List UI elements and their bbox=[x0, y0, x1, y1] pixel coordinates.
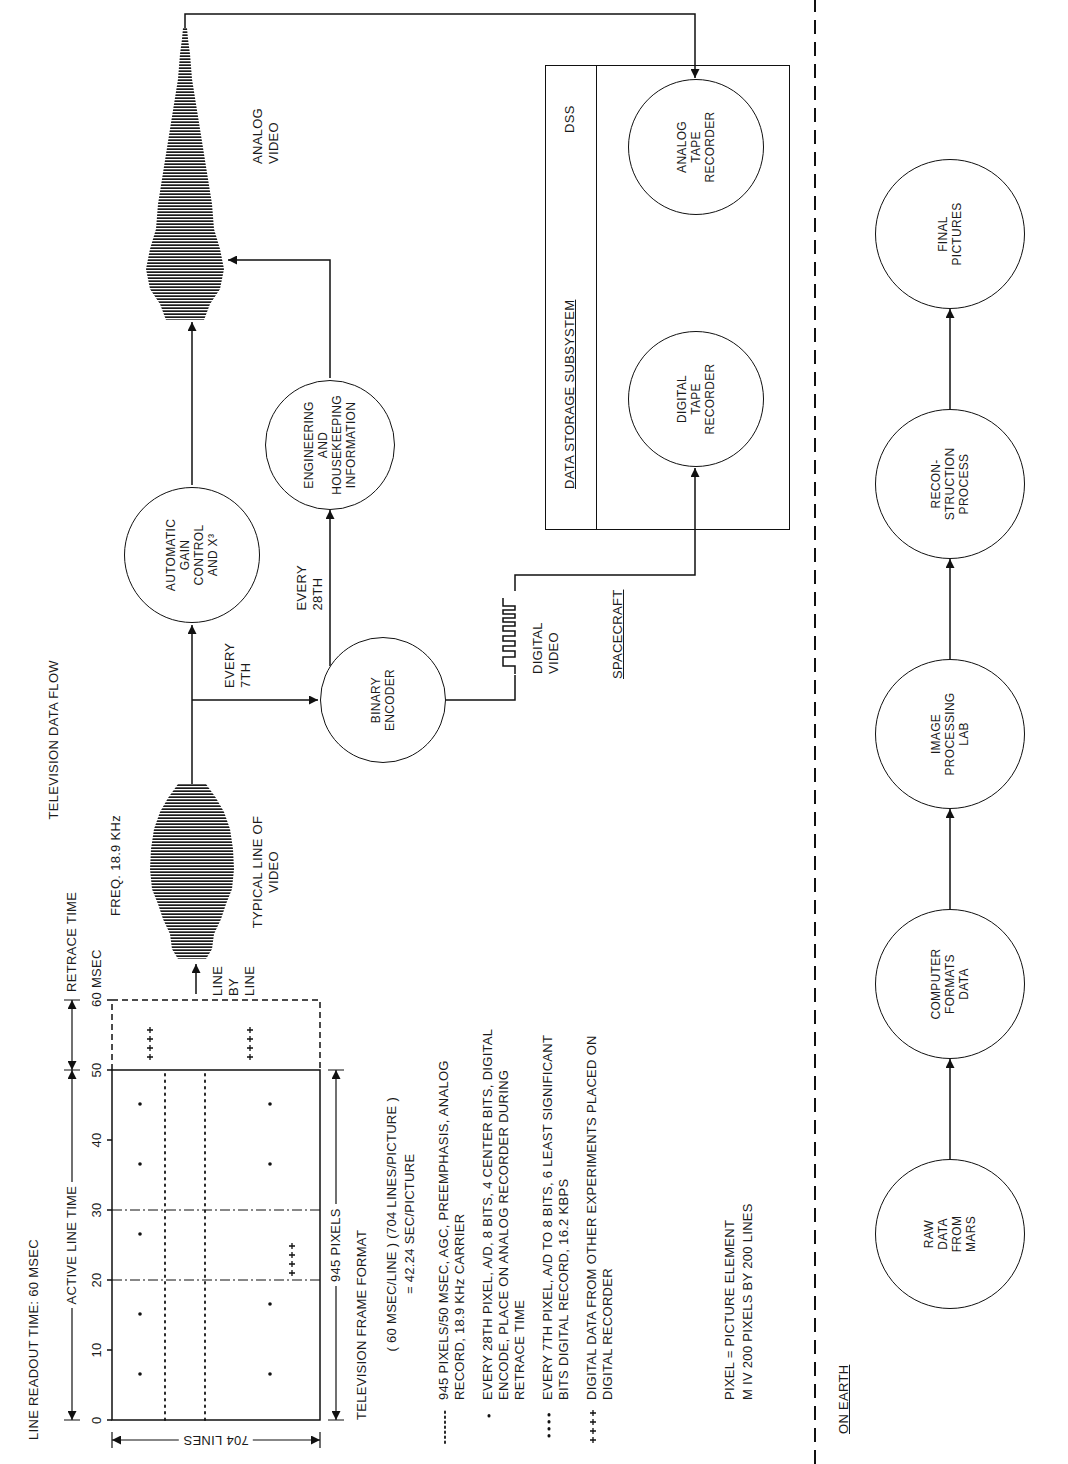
pulse-ground bbox=[499, 591, 521, 675]
dimension-bars bbox=[112, 1432, 320, 1448]
annotation-label: 20 bbox=[89, 1272, 105, 1287]
legend-row: EVERY 7TH PIXEL, A/D TO 8 BITS, 6 LEAST … bbox=[540, 1014, 572, 1444]
annotation-label: SPACECRAFT bbox=[610, 590, 626, 679]
dimension-bars bbox=[64, 1000, 80, 1420]
process-circle: COMPUTER FORMATS DATA bbox=[875, 909, 1025, 1059]
flow-connector bbox=[329, 510, 331, 666]
legend-text: EVERY 28TH PIXEL, A/D, 8 BITS, 4 CENTER … bbox=[480, 1020, 528, 1400]
annotation-label: 10 bbox=[89, 1342, 105, 1357]
annotation-label: ( 60 MSEC/LINE ) (704 LINES/PICTURE ) bbox=[384, 1097, 400, 1352]
node-label: FINAL PICTURES bbox=[936, 202, 964, 265]
frame-outline bbox=[112, 1070, 320, 1420]
annotation-label: 945 PIXELS bbox=[328, 1204, 344, 1286]
node-label: ANALOG TAPE RECORDER bbox=[675, 111, 717, 182]
annotation-label: ANALOG VIDEO bbox=[250, 108, 282, 164]
annotation-label: ACTIVE LINE TIME bbox=[64, 1182, 80, 1309]
annotation-label: EVERY 7TH bbox=[222, 643, 254, 688]
annotation-label: PIXEL = PICTURE ELEMENT bbox=[722, 1220, 738, 1400]
process-circle: FINAL PICTURES bbox=[875, 159, 1025, 309]
retrace-outline bbox=[112, 1000, 320, 1070]
process-circle: ENGINEERING AND HOUSEKEEPING INFORMATION bbox=[265, 380, 395, 510]
flow-arrow bbox=[195, 964, 197, 994]
annotation-label: FREQ. 18.9 KHz bbox=[108, 815, 124, 916]
annotation-label: M IV 200 PIXELS BY 200 LINES bbox=[740, 1203, 756, 1400]
video-waveform bbox=[150, 784, 234, 959]
legend-text: DIGITAL DATA FROM OTHER EXPERIMENTS PLAC… bbox=[584, 1020, 616, 1400]
flow-connector bbox=[949, 559, 951, 659]
annotation-label: LINE BY LINE bbox=[210, 966, 258, 996]
dimension-line bbox=[71, 1000, 72, 1070]
process-circle: DIGITAL TAPE RECORDER bbox=[628, 331, 764, 467]
header-divider bbox=[596, 66, 597, 529]
process-circle: ANALOG TAPE RECORDER bbox=[628, 79, 764, 215]
plus-marks bbox=[147, 1027, 295, 1276]
flow-arrow bbox=[228, 260, 330, 378]
flow-arrow bbox=[191, 322, 193, 485]
diagram-title: TELEVISION DATA FLOW bbox=[46, 660, 62, 819]
pixel-rows bbox=[165, 1070, 205, 1420]
box-heading: DATA STORAGE SUBSYSTEM bbox=[562, 300, 578, 489]
process-circle: AUTOMATIC GAIN CONTROL AND X³ bbox=[124, 487, 260, 623]
pixel-dots bbox=[138, 1102, 272, 1376]
flow-connector bbox=[949, 809, 951, 909]
connector-label: EVERY 28TH bbox=[294, 565, 326, 610]
legend-sample-mark bbox=[548, 1415, 551, 1437]
box-heading: DSS bbox=[562, 105, 578, 133]
node-label: BINARY ENCODER bbox=[369, 669, 397, 731]
legend-sample bbox=[588, 1408, 598, 1444]
legend-text: 945 PIXELS/50 MSEC, AGC, PREEMPHASIS, AN… bbox=[436, 1020, 468, 1400]
flow-connector bbox=[949, 309, 951, 409]
legend-sample-mark bbox=[488, 1414, 491, 1418]
annotation-label: TYPICAL LINE OF VIDEO bbox=[250, 812, 282, 932]
annotation-label: ON EARTH bbox=[836, 1365, 852, 1434]
digital-pulse-train bbox=[503, 598, 515, 674]
legend-row: DIGITAL DATA FROM OTHER EXPERIMENTS PLAC… bbox=[584, 1014, 616, 1444]
node-label: COMPUTER FORMATS DATA bbox=[929, 948, 971, 1019]
dimension-bars bbox=[328, 1070, 344, 1420]
flow-connector bbox=[446, 468, 695, 700]
legend-sample bbox=[484, 1408, 494, 1444]
annotation-label: LINE READOUT TIME: 60 MSEC bbox=[26, 1239, 42, 1440]
process-circle: BINARY ENCODER bbox=[320, 637, 446, 763]
time-markers bbox=[112, 1210, 320, 1280]
node-label: AUTOMATIC GAIN CONTROL AND X³ bbox=[164, 519, 220, 591]
legend-sample-mark bbox=[444, 1409, 446, 1443]
region-divider bbox=[814, 0, 816, 1464]
annotation-label: 40 bbox=[89, 1132, 105, 1147]
analog-waveform bbox=[146, 28, 224, 320]
node-label: RECON- STRUCTION PROCESS bbox=[929, 448, 971, 521]
flow-arrow bbox=[191, 625, 193, 784]
legend-text: EVERY 7TH PIXEL, A/D TO 8 BITS, 6 LEAST … bbox=[540, 1020, 572, 1400]
annotation-label: 50 bbox=[89, 1062, 105, 1077]
annotation-label: TELEVISION FRAME FORMAT bbox=[354, 1230, 370, 1420]
flow-arrow bbox=[192, 699, 318, 701]
tick-marks bbox=[107, 1000, 112, 1420]
node-label: RAW DATA FROM MARS bbox=[922, 1216, 978, 1253]
flow-connector bbox=[949, 1059, 951, 1159]
subsystem-box: DATA STORAGE SUBSYSTEM DSS DIGITAL TAPE RE… bbox=[545, 65, 790, 530]
legend-sample-mark bbox=[590, 1410, 596, 1443]
annotation-label: 0 bbox=[89, 1416, 105, 1424]
node-label: DIGITAL TAPE RECORDER bbox=[675, 363, 717, 434]
flow-arrow bbox=[185, 14, 695, 78]
annotation-label: DIGITAL VIDEO bbox=[530, 623, 562, 674]
annotation-label: 60 MSEC bbox=[89, 949, 105, 1007]
process-circle: RECON- STRUCTION PROCESS bbox=[875, 409, 1025, 559]
node-label: ENGINEERING AND HOUSEKEEPING INFORMATION bbox=[302, 395, 358, 495]
annotation-label: RETRACE TIME bbox=[64, 892, 80, 992]
process-circle: IMAGE PROCESSING LAB bbox=[875, 659, 1025, 809]
node-label: IMAGE PROCESSING LAB bbox=[929, 693, 971, 776]
annotation-label: = 42.24 SEC/PICTURE bbox=[402, 1154, 418, 1294]
legend-sample bbox=[544, 1408, 554, 1444]
legend-row: 945 PIXELS/50 MSEC, AGC, PREEMPHASIS, AN… bbox=[436, 1014, 468, 1444]
legend-row: EVERY 28TH PIXEL, A/D, 8 BITS, 4 CENTER … bbox=[480, 1014, 528, 1444]
annotation-label: 704 LINES bbox=[179, 1432, 253, 1448]
annotation-label: 30 bbox=[89, 1202, 105, 1217]
process-circle: RAW DATA FROM MARS bbox=[875, 1159, 1025, 1309]
legend-sample bbox=[440, 1408, 450, 1444]
